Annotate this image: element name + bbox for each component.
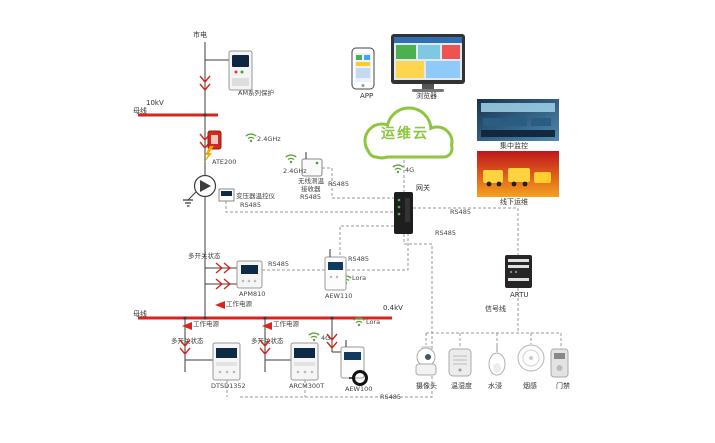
field-ops-label: 线下运维 — [500, 198, 528, 206]
lv-power-2-label: 工作电源 — [273, 320, 299, 328]
door-access-device — [550, 348, 569, 378]
signal-line-label: 信号线 — [485, 305, 506, 313]
breaker-symbols — [179, 75, 338, 355]
temp-humidity-label: 温湿度 — [451, 382, 472, 390]
gateway-rs485-right-label: RS485 — [450, 208, 472, 216]
voltage-04kv-label: 0.4kV — [383, 304, 403, 312]
apm810-label: APM810 — [239, 290, 266, 298]
transformer-symbol — [183, 174, 217, 207]
artu-label: ARTU — [510, 291, 529, 299]
transformer-controller-rs485-label: RS485 — [240, 201, 262, 209]
aew110-label: AEW110 — [325, 292, 353, 300]
central-monitoring-label: 集中监控 — [500, 142, 528, 150]
door-access-label: 门禁 — [556, 382, 570, 390]
wireless-temp-receiver-device — [301, 152, 323, 177]
ate200-label: ATE200 — [212, 158, 237, 166]
camera-device — [415, 346, 437, 376]
protection-relay-device — [228, 50, 253, 91]
smoke-detector-device — [517, 344, 545, 372]
transformer-controller-label: 变压器温控仪 — [236, 192, 275, 200]
water-leak-device — [488, 344, 506, 376]
artu-device — [505, 255, 532, 288]
wireless-icons — [245, 133, 404, 342]
camera-label: 摄像头 — [416, 382, 437, 390]
water-leak-label: 水浸 — [488, 382, 502, 390]
lv-multi-switch-2-label: 多开关状态 — [251, 337, 284, 345]
transformer-controller-device — [218, 188, 235, 202]
field-ops-photo — [477, 151, 559, 197]
dtsd1352-meter-device — [212, 342, 241, 381]
mains-label: 市电 — [193, 31, 207, 39]
cloud-shape — [363, 106, 454, 160]
apm810-meter-device — [236, 260, 263, 289]
aew100-device — [340, 340, 368, 386]
gateway-label: 网关 — [416, 184, 430, 192]
central-monitoring-photo — [477, 99, 559, 141]
wireless-24ghz-2-label: 2.4GHz — [283, 167, 307, 175]
apm-rs485-label: RS485 — [268, 260, 290, 268]
lv-4g-label: 4G — [321, 334, 331, 342]
multi-switch-label-feeder: 多开关状态 — [188, 252, 221, 260]
lv-rs485-label: RS485 — [380, 393, 402, 401]
arcm300t-meter-device — [290, 342, 319, 381]
gateway-device — [394, 192, 413, 234]
feeder-power-label: 工作电源 — [226, 300, 252, 308]
wireless-24ghz-1-label: 2.4GHz — [257, 135, 281, 143]
junction-dots — [183, 113, 334, 320]
gateway-rs485-down-label: RS485 — [435, 229, 457, 237]
temp-humidity-device — [448, 348, 472, 377]
comm-lines — [225, 160, 562, 398]
arcm300t-label: ARCM300T — [289, 382, 325, 390]
protection-relay-label: AM系列保护 — [238, 89, 275, 97]
wifi-4g-meter-icon — [308, 332, 320, 342]
lightning-icon — [204, 146, 214, 163]
busbar-bottom-label: 母线 — [133, 310, 147, 318]
receiver-label-3: RS485 — [300, 193, 322, 201]
busbar-top-label: 母线 — [133, 107, 147, 115]
wifi-4g-gateway-icon — [392, 164, 404, 174]
browser-monitor — [391, 34, 465, 92]
smoke-label: 烟感 — [523, 382, 537, 390]
ate200-sensor-device — [204, 130, 222, 163]
aew100-label: AEW100 — [345, 385, 373, 393]
receiver-rs485-label: RS485 — [328, 180, 350, 188]
cloud-label: 运维云 — [381, 126, 429, 142]
app-phone — [351, 47, 375, 90]
receiver-label-2: 接收器 — [301, 185, 321, 193]
gateway-4g-label: 4G — [405, 166, 415, 174]
aew110-device — [324, 249, 347, 291]
aew110-lora-label: Lora — [352, 274, 367, 282]
wifi-24ghz-2-icon — [285, 154, 297, 164]
aew110-rs485-label: RS485 — [348, 255, 370, 263]
lv-multi-switch-1-label: 多开关状态 — [171, 337, 204, 345]
receiver-label-1: 无线测温 — [298, 177, 324, 185]
voltage-10kv-label: 10kV — [146, 99, 164, 107]
app-label: APP — [360, 92, 374, 100]
lv-lora-label: Lora — [366, 318, 381, 326]
lv-power-1-label: 工作电源 — [193, 320, 219, 328]
dtsd1352-label: DTSD1352 — [211, 382, 246, 390]
wifi-24ghz-1-icon — [245, 133, 257, 143]
browser-label: 浏览器 — [416, 92, 437, 100]
